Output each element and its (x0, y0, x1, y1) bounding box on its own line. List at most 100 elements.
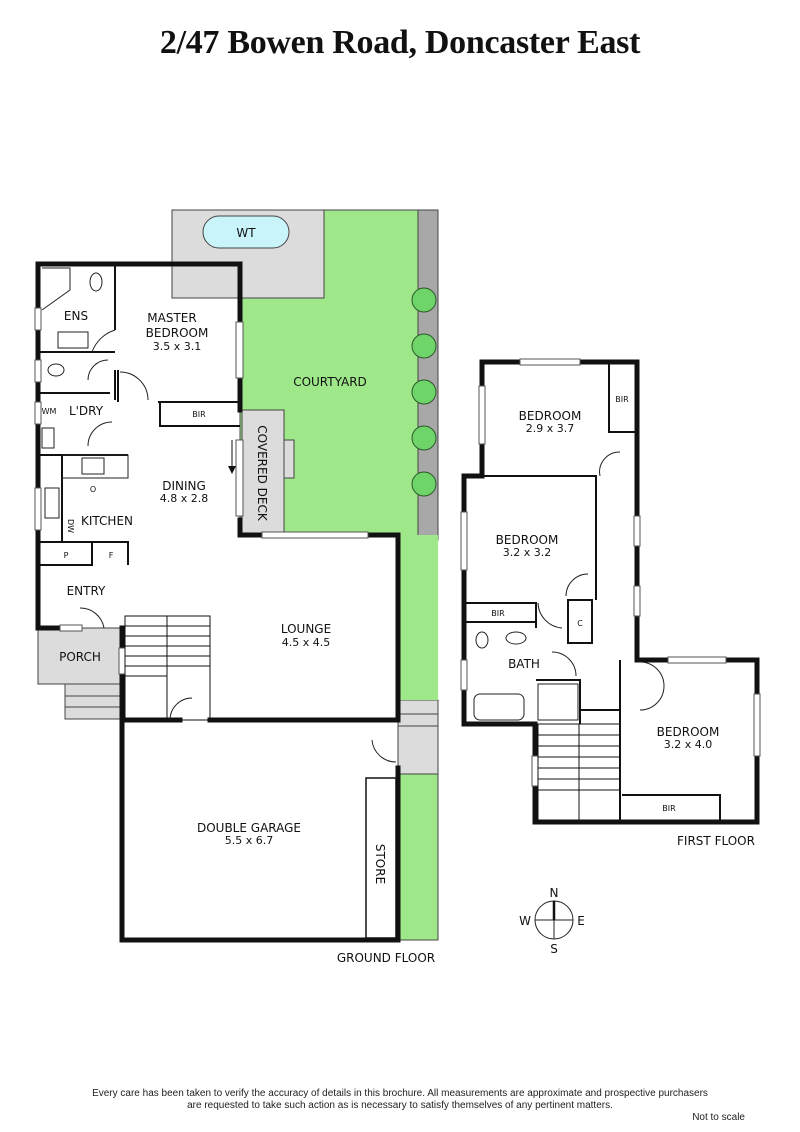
window (235, 439, 244, 517)
double-garage-label: DOUBLE GARAGE (197, 821, 301, 835)
washing-machine-label: WM (42, 407, 57, 416)
vanity-icon (57, 331, 89, 349)
pantry-wall (38, 541, 93, 566)
fridge-label: F (109, 551, 114, 560)
door (551, 651, 577, 677)
master-bedroom-label: MASTER (147, 311, 196, 325)
window (34, 487, 42, 531)
door (599, 451, 621, 477)
first-floor-stairs (537, 723, 621, 821)
wall (365, 532, 401, 723)
path-step (397, 699, 439, 715)
ground-floor-plan: MASTER BEDROOM 3.5 x 3.1 ENS L'DRY WM BI… (34, 209, 439, 965)
window (519, 358, 581, 366)
wall (35, 261, 63, 631)
dishwasher-label: DW (66, 519, 75, 533)
bir-wall (622, 794, 721, 822)
disclaimer: Every care has been taken to verify the … (0, 1088, 800, 1112)
door (91, 329, 116, 353)
wall (580, 660, 621, 711)
shower-icon (41, 267, 71, 311)
master-bedroom-dims: 3.5 x 3.1 (153, 340, 202, 353)
tree-icon (411, 471, 437, 497)
porch-step (64, 683, 123, 697)
window (460, 511, 468, 571)
door (87, 359, 109, 381)
lounge-label: LOUNGE (281, 622, 331, 636)
door (371, 739, 397, 763)
cooktop-icon (81, 457, 105, 475)
window (478, 385, 486, 445)
porch-label: PORCH (59, 650, 101, 664)
water-tank (202, 215, 290, 249)
ground-stairs (124, 615, 211, 721)
garage-wall (119, 717, 401, 943)
oven-label: O (90, 485, 96, 494)
bedroom-3-label: BEDROOM (496, 533, 559, 547)
water-tank-label: WT (236, 226, 256, 240)
trees (411, 287, 437, 497)
door (79, 607, 105, 629)
window (261, 531, 369, 539)
toilet-icon (47, 363, 65, 377)
window (235, 321, 244, 379)
store-area (365, 777, 397, 939)
master-bedroom-label-2: BEDROOM (146, 326, 209, 340)
page-title: 2/47 Bowen Road, Doncaster East (159, 24, 641, 61)
window (118, 647, 126, 675)
disclaimer-line-1: Every care has been taken to verify the … (92, 1088, 708, 1099)
bir-label: BIR (615, 395, 629, 404)
dining-label: DINING (162, 479, 206, 493)
ensuite-label: ENS (64, 309, 88, 323)
door (537, 602, 563, 629)
compass-south: S (550, 942, 558, 956)
cupboard (567, 599, 593, 644)
side-lawn (397, 773, 439, 941)
door (565, 573, 589, 597)
window (531, 755, 539, 787)
compass-north: N (550, 886, 559, 900)
bathtub-icon (473, 693, 525, 721)
covered-deck-label: COVERED DECK (255, 425, 269, 522)
side-lawn-upper (398, 535, 438, 700)
window (460, 659, 468, 691)
deck-step (283, 439, 295, 479)
cupboard-label: C (577, 619, 583, 628)
bedroom-4-label: BEDROOM (657, 725, 720, 739)
double-garage-dims: 5.5 x 6.7 (225, 834, 274, 847)
tree-icon (411, 425, 437, 451)
door (169, 697, 193, 721)
bedroom-4-dims: 3.2 x 4.0 (664, 738, 713, 751)
window (34, 401, 42, 425)
wall (482, 475, 597, 600)
disclaimer-line-2: are requested to take such action as is … (187, 1100, 613, 1111)
window (633, 585, 641, 617)
kitchen-bench (62, 454, 129, 479)
wall (237, 517, 265, 538)
toilet-icon (475, 631, 489, 649)
bir-label: BIR (491, 609, 505, 618)
window (633, 515, 641, 547)
window (59, 624, 83, 632)
wall (536, 679, 581, 724)
first-floor-label: FIRST FLOOR (677, 834, 755, 848)
laundry-label: L'DRY (69, 404, 104, 418)
path-step (397, 713, 439, 727)
shower-icon (537, 683, 579, 721)
wall (119, 625, 183, 723)
window (34, 359, 42, 383)
bir-wall (464, 602, 537, 628)
compass-west: W (519, 914, 531, 928)
tree-icon (411, 379, 437, 405)
pantry-label: P (64, 551, 69, 560)
toilet-icon (89, 272, 103, 292)
bedroom-2-label: BEDROOM (519, 409, 582, 423)
tree-icon (411, 333, 437, 359)
window (34, 307, 42, 331)
door (639, 661, 665, 711)
bath-label: BATH (508, 657, 540, 671)
trough-icon (41, 427, 55, 449)
bir-label: BIR (662, 804, 676, 813)
compass-icon: N S E W (519, 886, 585, 956)
